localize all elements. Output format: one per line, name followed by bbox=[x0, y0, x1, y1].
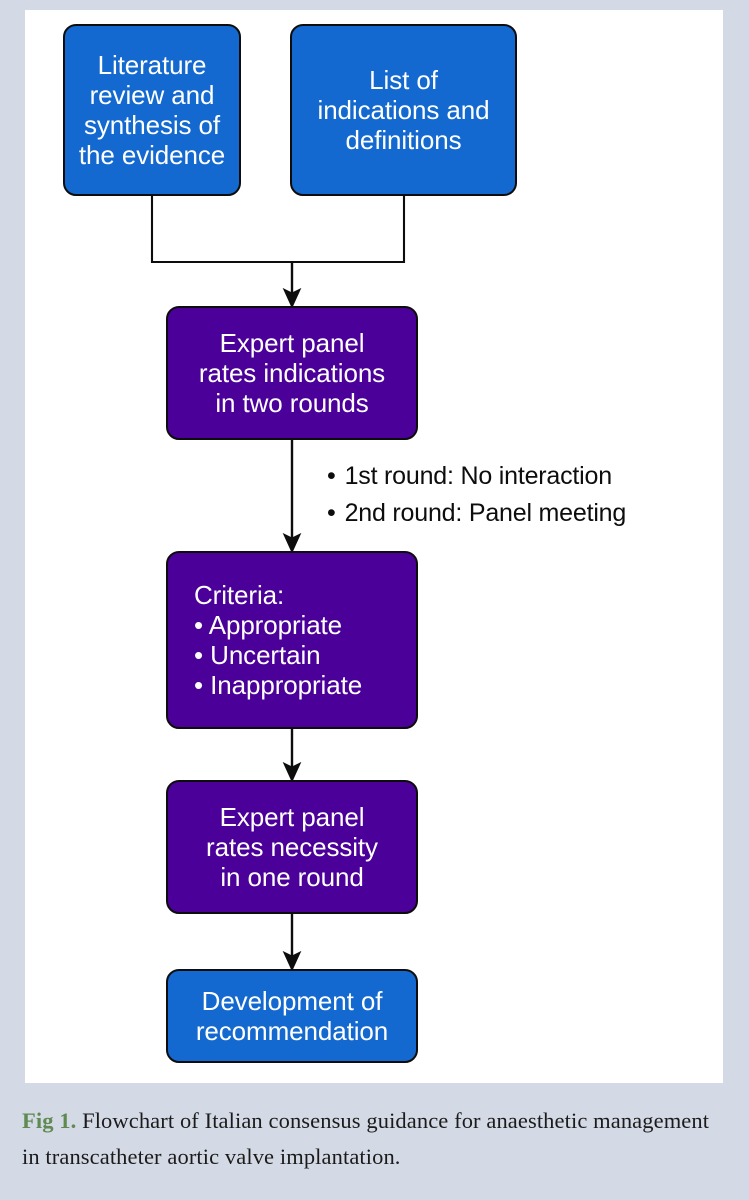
figure-panel: Literature review and synthesis of the e… bbox=[25, 10, 723, 1083]
round-note-item-1: • 1st round: No interaction bbox=[327, 458, 717, 495]
rates-necessity-line-3: in one round bbox=[220, 862, 364, 893]
node-expert-panel-rates-indications[interactable]: Expert panel rates indications in two ro… bbox=[166, 306, 418, 440]
indications-line-3: definitions bbox=[345, 125, 462, 156]
criteria-bullet-icon-3: • bbox=[194, 670, 204, 701]
figure-caption-label: Fig 1. bbox=[22, 1108, 77, 1133]
node-list-of-indications[interactable]: List of indications and definitions bbox=[290, 24, 517, 196]
criteria-bullet-icon-1: • bbox=[194, 609, 204, 640]
figure-caption-text: Flowchart of Italian consensus guidance … bbox=[22, 1108, 710, 1170]
literature-line-3: synthesis of bbox=[83, 110, 221, 140]
connector-merge-bar bbox=[150, 196, 406, 264]
node-list-of-indications-label: List of indications and definitions bbox=[292, 65, 515, 155]
rates-necessity-line-2: rates necessity bbox=[206, 831, 378, 862]
criteria-bullet-icon-2: • bbox=[194, 640, 204, 670]
indications-line-2: indications and bbox=[317, 94, 490, 125]
literature-line-2: review and bbox=[89, 79, 215, 110]
criteria-item-appropriate: Appropriate bbox=[208, 609, 343, 640]
round-notes: • 1st round: No interaction • 2nd round: P… bbox=[327, 458, 717, 531]
criteria-heading: Criteria: bbox=[194, 579, 285, 610]
node-expert-panel-rates-necessity-label: Expert panel rates necessity in one roun… bbox=[168, 802, 416, 892]
node-literature-review-label: Literature review and synthesis of the e… bbox=[65, 50, 239, 171]
round-note-text-2: 2nd round: Panel meeting bbox=[344, 498, 627, 527]
development-line-2: recommendation bbox=[195, 1016, 389, 1046]
literature-line-4: the evidence bbox=[78, 140, 226, 171]
rates-indications-line-2: rates indications bbox=[198, 357, 386, 388]
node-expert-panel-rates-necessity[interactable]: Expert panel rates necessity in one roun… bbox=[166, 780, 418, 914]
node-development-of-recommendation[interactable]: Development of recommendation bbox=[166, 969, 418, 1063]
round-note-text-1: 1st round: No interaction bbox=[344, 462, 613, 490]
criteria-item-uncertain: Uncertain bbox=[210, 640, 321, 670]
node-literature-review[interactable]: Literature review and synthesis of the e… bbox=[63, 24, 241, 196]
round-note-item-2: • 2nd round: Panel meeting bbox=[327, 495, 717, 532]
node-expert-panel-rates-indications-label: Expert panel rates indications in two ro… bbox=[168, 328, 416, 418]
flowchart-canvas: Literature review and synthesis of the e… bbox=[25, 10, 723, 1083]
development-line-1: Development of bbox=[201, 985, 383, 1016]
round-note-bullet-icon-2: • bbox=[327, 498, 336, 527]
literature-line-1: Literature bbox=[97, 49, 207, 80]
node-development-of-recommendation-label: Development of recommendation bbox=[168, 986, 416, 1046]
criteria-item-inappropriate: Inappropriate bbox=[210, 670, 363, 701]
figure-caption: Fig 1. Flowchart of Italian consensus gu… bbox=[22, 1103, 728, 1176]
indications-line-1: List of bbox=[369, 64, 438, 95]
rates-indications-line-1: Expert panel bbox=[219, 327, 365, 358]
rates-necessity-line-1: Expert panel bbox=[219, 801, 365, 832]
rates-indications-line-3: in two rounds bbox=[215, 388, 369, 419]
round-note-bullet-icon-1: • bbox=[327, 462, 336, 490]
node-criteria[interactable]: Criteria: • Appropriate • Uncertain • In… bbox=[166, 551, 418, 729]
node-criteria-label: Criteria: • Appropriate • Uncertain • In… bbox=[168, 580, 416, 701]
